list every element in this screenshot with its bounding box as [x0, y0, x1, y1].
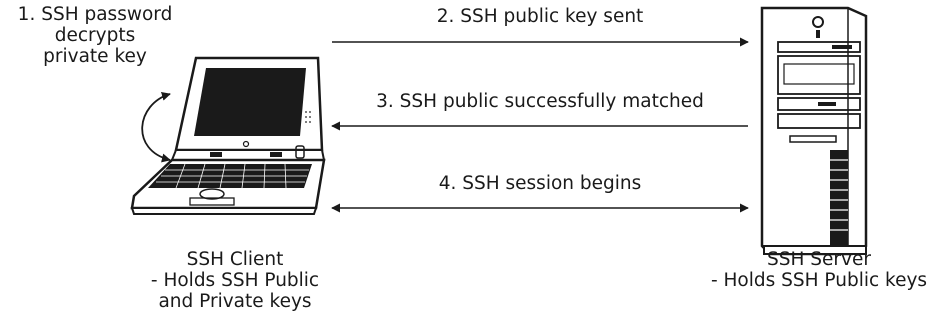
step2-label: 2. SSH public key sent: [436, 6, 644, 27]
client-caption: SSH Client - Holds SSH Public and Privat…: [120, 249, 350, 312]
step1-line-1: 1. SSH password: [17, 4, 173, 25]
step3-label: 3. SSH public successfully matched: [376, 91, 704, 112]
server-icon: [760, 6, 868, 256]
laptop-icon: [130, 56, 326, 215]
server-caption-title: SSH Server: [767, 249, 871, 270]
server-caption: SSH Server - Holds SSH Public keys: [694, 249, 944, 291]
client-caption-title: SSH Client: [186, 249, 284, 270]
step1-label: 1. SSH password decrypts private key: [0, 4, 190, 67]
client-caption-line-2: - Holds SSH Public: [150, 270, 320, 291]
decrypt-cycle-arrow: [141, 91, 171, 163]
step1-line-3: private key: [43, 46, 147, 67]
step4-label: 4. SSH session begins: [438, 173, 642, 194]
step1-line-2: decrypts: [54, 25, 136, 46]
server-caption-line-2: - Holds SSH Public keys: [710, 270, 928, 291]
client-caption-line-3: and Private keys: [158, 291, 312, 312]
